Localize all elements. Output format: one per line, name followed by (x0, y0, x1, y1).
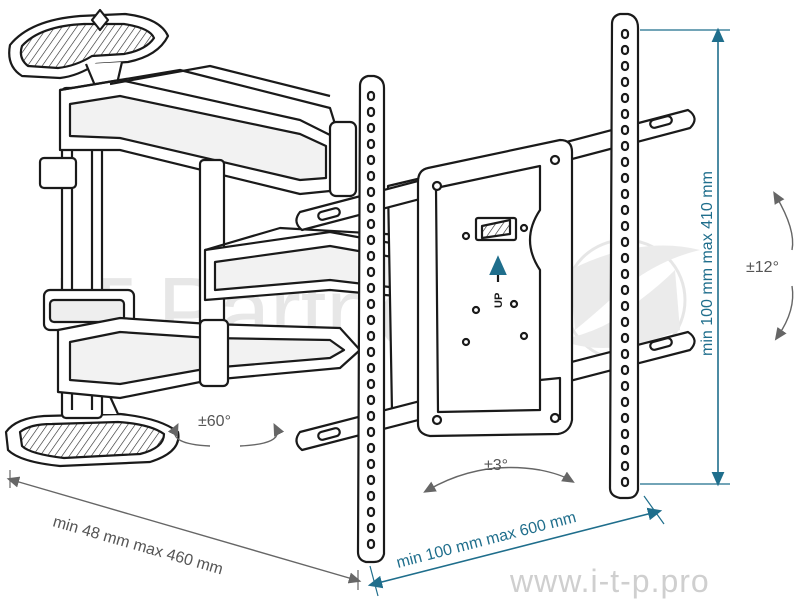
left-bracket-slot (366, 506, 376, 518)
angle-tilt: ±12° (746, 191, 794, 341)
vesa-height-label: min 100 mm max 410 mm (699, 171, 716, 356)
right-bracket-slot (620, 76, 630, 88)
left-bracket-slot (366, 394, 376, 406)
wall-depth-label: min 48 mm max 460 mm (51, 514, 225, 579)
right-bracket-slot (620, 28, 630, 40)
right-bracket-slot (620, 428, 630, 440)
left-bracket-slot (366, 90, 376, 102)
left-bracket-slot (366, 138, 376, 150)
right-tv-bracket (608, 12, 640, 500)
right-bracket-slot (620, 252, 630, 264)
right-bracket-slot (620, 188, 630, 200)
angle-level: ±3° (423, 457, 575, 493)
right-bracket-slot (620, 92, 630, 104)
left-bracket-slot (366, 362, 376, 374)
lower-arm (56, 316, 362, 400)
right-bracket-slot (620, 236, 630, 248)
right-bracket-slot (620, 284, 630, 296)
left-bracket-slot (366, 442, 376, 454)
tilt-angle-label: ±12° (746, 259, 779, 276)
right-bracket-slot (620, 268, 630, 280)
left-bracket-slot (366, 410, 376, 422)
left-bracket-slot (366, 538, 376, 550)
left-bracket-slot (366, 490, 376, 502)
left-bracket-slot (366, 186, 376, 198)
left-bracket-slot (366, 474, 376, 486)
right-bracket-slot (620, 332, 630, 344)
left-bracket-slot (366, 458, 376, 470)
right-bracket-slot (620, 60, 630, 72)
plate-up-label: UP (493, 293, 505, 308)
left-bracket-slot (366, 330, 376, 342)
left-bracket-slot (366, 266, 376, 278)
left-bracket-slot (366, 154, 376, 166)
left-bracket-slot (366, 170, 376, 182)
left-bracket-slot (366, 234, 376, 246)
right-bracket-slot (620, 172, 630, 184)
left-bracket-slot (366, 314, 376, 326)
left-bracket-slot (366, 378, 376, 390)
right-bracket-slot (620, 348, 630, 360)
right-bracket-slot (620, 380, 630, 392)
left-bracket-slot (366, 218, 376, 230)
level-angle-label: ±3° (484, 457, 508, 474)
left-tv-bracket (356, 74, 386, 564)
watermark-url: www.i-t-p.pro (509, 563, 710, 599)
dimension-wall-depth: min 48 mm max 460 mm (6, 470, 362, 590)
upper-arm (58, 64, 358, 362)
left-bracket-slot (366, 346, 376, 358)
left-bracket-slot (366, 106, 376, 118)
left-bracket-slot (366, 522, 376, 534)
angle-swivel: ±60° (167, 413, 285, 447)
left-bracket-slot (366, 282, 376, 294)
right-bracket-slot (620, 140, 630, 152)
right-bracket-slot (620, 396, 630, 408)
right-bracket-slot (620, 220, 630, 232)
right-bracket-slot (620, 44, 630, 56)
swivel-angle-label: ±60° (198, 413, 231, 430)
left-bracket-slot (366, 250, 376, 262)
vesa-plate (416, 138, 574, 438)
right-bracket-slot (620, 156, 630, 168)
right-bracket-slot (620, 108, 630, 120)
left-bracket-slot (366, 426, 376, 438)
right-bracket-slot (620, 476, 630, 488)
left-bracket-slot (366, 298, 376, 310)
left-bracket-slot (366, 122, 376, 134)
right-bracket-slot (620, 444, 630, 456)
wall-plate-top (8, 8, 170, 90)
right-bracket-slot (620, 412, 630, 424)
right-bracket-slot (620, 364, 630, 376)
right-bracket-slot (620, 204, 630, 216)
dimension-vesa-height: min 100 mm max 410 mm (640, 27, 730, 487)
right-bracket-slot (620, 460, 630, 472)
right-bracket-slot (620, 300, 630, 312)
left-bracket-slot (366, 202, 376, 214)
right-bracket-slot (620, 316, 630, 328)
right-bracket-slot (620, 124, 630, 136)
